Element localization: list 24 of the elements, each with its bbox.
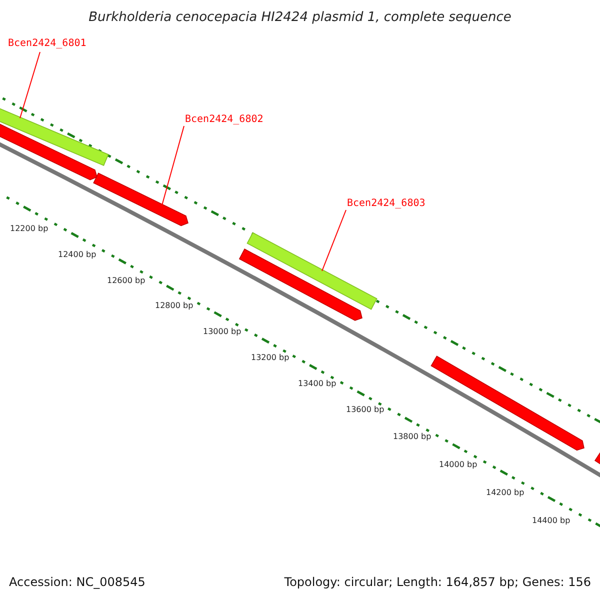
scale-label: 12400 bp	[58, 251, 96, 259]
scale-label: 14400 bp	[532, 517, 570, 525]
gene-label: Bcen2424_6803	[347, 199, 426, 209]
gene-bar	[246, 232, 378, 310]
gene-bar	[93, 172, 188, 226]
diagram-title: Burkholderia cenocepacia HI2424 plasmid 1, complete sequence	[88, 11, 512, 24]
leader-line	[20, 52, 40, 119]
scale-label: 12800 bp	[155, 302, 194, 310]
scale-label: 12600 bp	[107, 277, 146, 285]
gene-label: Bcen2424_6801	[8, 39, 86, 49]
scale-label: 14000 bp	[439, 461, 478, 469]
scale-label: 13400 bp	[298, 380, 336, 388]
leader-line	[162, 126, 184, 206]
scale-label: 14200 bp	[486, 489, 524, 497]
gene-label: Bcen2424_6802	[185, 115, 264, 125]
genome-summary: Topology: circular; Length: 164,857 bp; Genes: 156	[284, 576, 591, 588]
leader-line	[322, 210, 346, 272]
scale-label: 13600 bp	[346, 406, 384, 414]
accession-note: Accession: NC_008545	[9, 576, 146, 588]
scale-label: 13200 bp	[251, 354, 290, 362]
scale-label: 13800 bp	[393, 433, 432, 441]
scale-label: 13000 bp	[203, 328, 242, 336]
scale-label: 12200 bp	[10, 225, 48, 233]
gene-bar	[0, 106, 109, 166]
